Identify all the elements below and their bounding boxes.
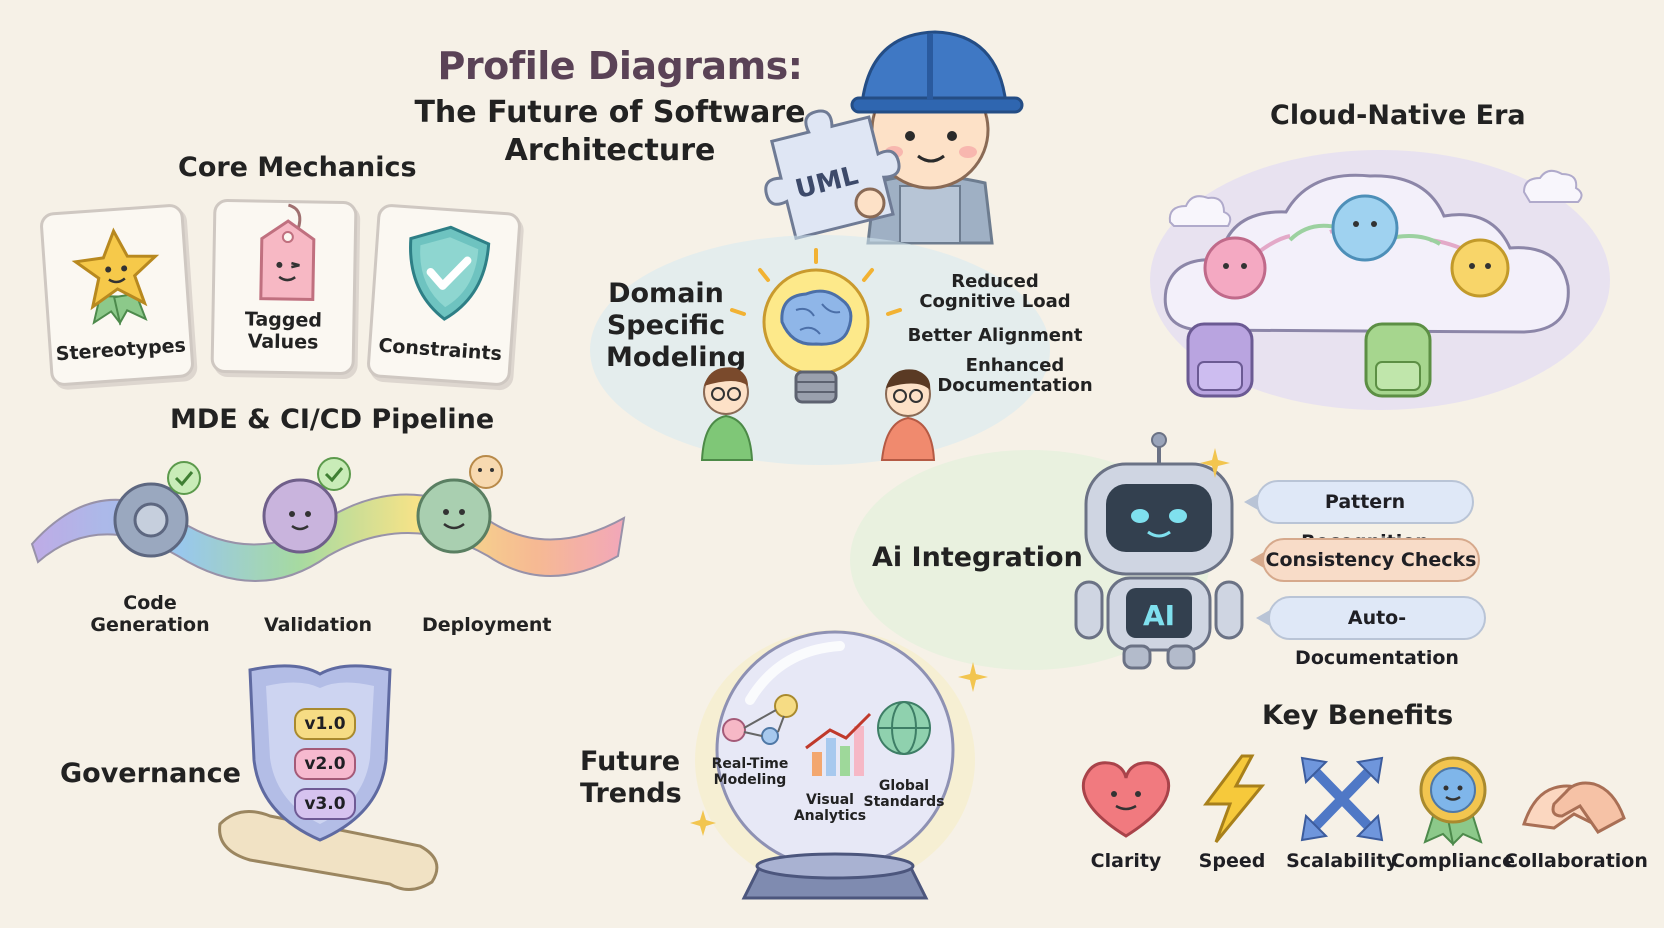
star-badge-icon: [71, 227, 160, 326]
card-stereotypes: Stereotypes: [39, 203, 195, 387]
domain-benefit-1: Reduced Cognitive Load: [905, 272, 1085, 312]
benefit-collaboration: Collaboration: [1504, 754, 1648, 872]
ai-feature-auto-documentation: Auto-Documentation: [1256, 596, 1486, 669]
benefit-label-scalability: Scalability: [1286, 850, 1398, 872]
tagged-values-line-1: Tagged: [244, 308, 323, 332]
robot-illustration: AI: [1074, 432, 1244, 670]
key-benefits-title: Key Benefits: [1262, 700, 1454, 731]
pipeline-stage-code-generation: Code Generation: [90, 592, 210, 636]
trend-visual-analytics: Visual Analytics: [790, 792, 870, 824]
crystal-ball-illustration: [695, 630, 975, 900]
handshake-icon: [1522, 781, 1626, 834]
domain-modeling-title: Domain Specific Modeling: [606, 278, 747, 374]
domain-title-line-1: Domain: [608, 278, 724, 309]
future-trends-line-2: Trends: [580, 778, 682, 809]
benefit-speed: Speed: [1172, 754, 1292, 872]
benefit-label-collaboration: Collaboration: [1504, 850, 1648, 872]
benefit-scalability: Scalability: [1282, 754, 1402, 872]
ai-feature-consistency-checks: Consistency Checks: [1250, 538, 1480, 582]
version-badge-v1: v1.0: [294, 708, 356, 740]
trend-3-line-1: Global: [878, 778, 930, 794]
domain-benefit-1-line-1: Reduced: [951, 271, 1039, 292]
lightning-icon: [1203, 754, 1266, 843]
trend-2-line-2: Analytics: [793, 808, 867, 824]
card-constraints: Constraints: [366, 203, 522, 387]
expand-arrows-icon: [1300, 756, 1384, 842]
trend-1-line-1: Real-Time: [711, 756, 789, 772]
page-subtitle: The Future of Software Architecture: [410, 94, 810, 170]
benefit-label-speed: Speed: [1198, 850, 1266, 872]
page-title: Profile Diagrams:: [437, 44, 804, 88]
ai-integration-title: Ai Integration: [872, 542, 1083, 573]
medal-icon: [1419, 756, 1487, 847]
domain-benefit-2: Better Alignment: [907, 325, 1083, 346]
trend-2-line-1: Visual: [806, 792, 854, 808]
lightbulb-brain-illustration: [700, 248, 936, 461]
trend-global-standards: Global Standards: [862, 778, 946, 810]
domain-benefit-1-line-2: Cognitive Load: [919, 291, 1071, 312]
version-stack: v1.0 v2.0 v3.0: [294, 708, 356, 820]
worker-mascot-illustration: UML: [764, 30, 1024, 245]
benefit-clarity: Clarity: [1066, 754, 1186, 872]
subtitle-line-1: The Future of Software: [414, 95, 806, 130]
pipeline-stage-1-line-2: Generation: [90, 614, 210, 636]
shield-check-icon: [409, 225, 491, 321]
governance-title: Governance: [60, 758, 241, 789]
ai-feature-pattern-recognition: Pattern Recognition: [1244, 480, 1474, 553]
trend-3-line-2: Standards: [863, 794, 945, 810]
version-badge-v2: v2.0: [294, 748, 356, 780]
card-label-constraints: Constraints: [377, 334, 503, 366]
domain-benefit-3-line-1: Enhanced: [965, 355, 1065, 376]
sparkle-icon: [1200, 448, 1230, 478]
future-trends-line-1: Future: [580, 746, 681, 777]
benefit-compliance: Compliance: [1391, 754, 1515, 872]
tag-icon: [259, 203, 316, 302]
trend-real-time-modeling: Real-Time Modeling: [708, 756, 792, 788]
gear-icon-deployment: [416, 455, 503, 554]
ai-feature-2-label: Consistency Checks: [1265, 549, 1477, 571]
robot-chest-label: AI: [1143, 599, 1175, 632]
trend-1-line-2: Modeling: [713, 772, 787, 788]
gear-icon-validation: [262, 457, 351, 554]
pipeline-stage-validation: Validation: [263, 614, 373, 636]
card-label-tagged-values: Tagged Values: [214, 308, 353, 354]
pipeline-title: MDE & CI/CD Pipeline: [170, 404, 495, 435]
sparkle-icon: [958, 662, 988, 692]
pipeline-stage-deployment: Deployment: [422, 614, 552, 636]
benefit-label-clarity: Clarity: [1090, 850, 1162, 872]
subtitle-line-2: Architecture: [504, 133, 716, 168]
benefit-label-compliance: Compliance: [1391, 850, 1515, 872]
domain-title-line-2: Specific: [606, 310, 726, 341]
domain-title-line-3: Modeling: [606, 342, 747, 373]
heart-icon: [1081, 761, 1171, 838]
card-tagged-values: Tagged Values: [210, 198, 358, 376]
future-trends-title: Future Trends: [580, 746, 682, 810]
tagged-values-line-2: Values: [247, 330, 319, 354]
version-badge-v3: v3.0: [294, 788, 356, 820]
domain-benefit-3: Enhanced Documentation: [925, 356, 1105, 396]
card-label-stereotypes: Stereotypes: [55, 334, 187, 366]
cloud-native-title: Cloud-Native Era: [1270, 100, 1526, 131]
gear-icon-code-generation: [113, 461, 201, 558]
domain-benefit-3-line-2: Documentation: [937, 375, 1093, 396]
pipeline-stage-1-line-1: Code: [123, 592, 177, 614]
pipeline-ribbon: [30, 455, 626, 582]
cloud-illustration: [1150, 150, 1610, 410]
sparkle-icon: [690, 810, 716, 836]
ai-feature-3-label: Auto-Documentation: [1295, 607, 1459, 669]
core-mechanics-title: Core Mechanics: [178, 152, 417, 183]
